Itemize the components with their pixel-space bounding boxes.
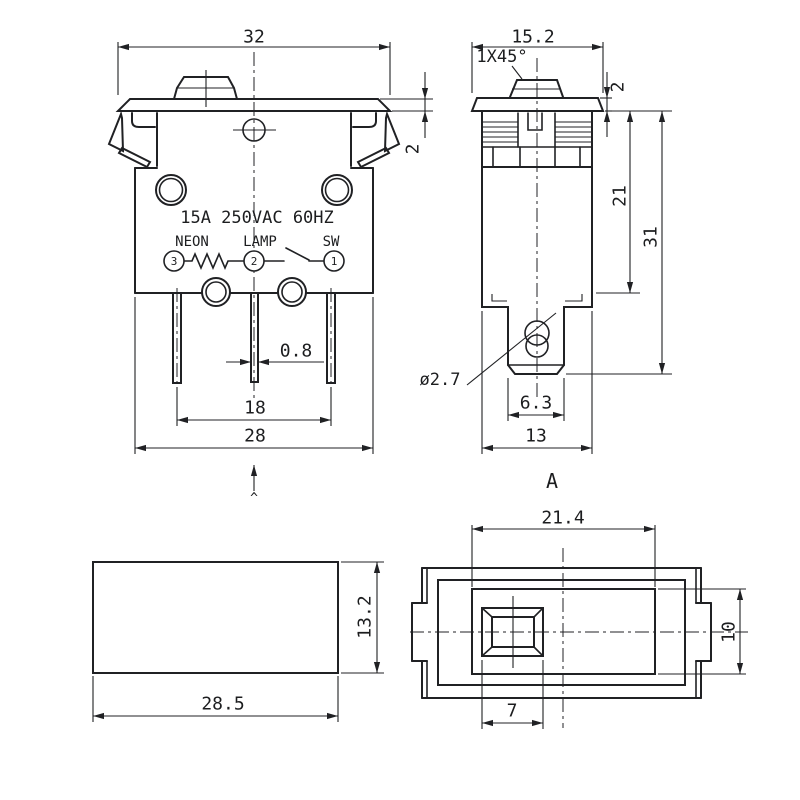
svg-text:13.2: 13.2 [355,595,376,638]
svg-text:6.3: 6.3 [520,393,553,414]
svg-text:0.8: 0.8 [280,341,313,362]
svg-text:13: 13 [525,426,547,447]
top-body-outline [437,579,686,686]
svg-text:28: 28 [244,426,266,447]
svg-text:28.5: 28.5 [201,694,244,715]
svg-text:10: 10 [719,621,740,643]
dim-profile-width: 28.5 [92,676,339,722]
hole-callout: ø2.7 [420,312,557,390]
dim-profile-height: 13.2 [341,561,384,674]
resistor-symbol [183,251,245,271]
dim-side-flange-thickness: 2 [600,72,629,137]
bottom-tab [481,292,593,375]
top-view: 21.4 10 7 [410,508,748,729]
side-flange [470,97,605,112]
rivet-upper-right [321,174,353,206]
label-sw: SW [323,234,340,250]
side-view: 15.2 1X45° 2 21 31 [420,27,672,493]
internal-schematic: 3 2 1 [163,247,345,272]
switch-blade [285,247,310,261]
dim-body-width: 28 [134,297,374,454]
rating-text: 15A 250VAC 60HZ [180,208,334,228]
svg-text:ø2.7: ø2.7 [420,370,461,390]
dim-front-flange-thickness: 2 [380,72,433,154]
rivet-lower-right [277,277,307,307]
svg-text:1X45°: 1X45° [476,47,527,67]
profile-outline [92,561,339,674]
svg-text:7: 7 [507,701,518,722]
top-flange-outline [421,567,702,699]
svg-text:2: 2 [403,144,424,155]
pin-right [326,292,336,384]
dim-pin-thickness: 0.8 [226,341,324,366]
label-neon: NEON [175,234,209,250]
terminal-pins [172,292,336,384]
front-flange [115,98,393,112]
svg-text:21: 21 [610,185,631,207]
terminal-1-number: 1 [331,255,338,268]
svg-text:2: 2 [608,82,629,93]
dim-front-width: 32 [117,27,391,95]
rivet-lower-left [201,277,231,307]
tab-hole-lower [525,334,549,358]
thread-section [481,112,593,148]
section-arrow: ^ [250,465,258,506]
dim-side-width: 15.2 [471,27,604,93]
dim-tab-width: 6.3 [507,378,565,421]
top-button [481,596,544,668]
pin-center [250,292,259,383]
svg-text:32: 32 [243,27,265,48]
latch-clip-left [107,110,158,169]
label-lamp: LAMP [243,234,277,250]
dim-pin-pitch: 18 [176,387,332,426]
front-view: 15A 250VAC 60HZ NEON LAMP SW 3 2 1 [107,27,433,506]
svg-text:^: ^ [250,491,258,506]
tab-hole-upper [524,320,550,346]
terminal-circle-2 [243,250,265,272]
top-cutout-outline [471,588,656,675]
terminal-circle-3 [163,250,185,272]
view-label-a: A [546,469,558,493]
svg-text:15.2: 15.2 [511,27,554,48]
dim-body-height: 21 [596,110,672,294]
terminal-3-number: 3 [171,255,178,268]
svg-text:21.4: 21.4 [541,508,584,529]
dim-cutout-height: 10 [658,588,746,675]
svg-text:18: 18 [244,398,266,419]
profile-view: 13.2 28.5 [92,561,384,722]
top-clip-left [411,567,428,699]
dim-button-width: 7 [481,660,544,729]
chamfer-note: 1X45° [476,47,528,80]
dim-total-height: 31 [566,111,672,375]
svg-text:31: 31 [641,226,662,248]
pin-left [172,292,182,384]
keyway-tab [527,112,543,131]
dim-cutout-width: 21.4 [471,508,656,587]
latch-row [481,146,593,168]
terminal-2-number: 2 [251,255,258,268]
top-clip-right [695,567,712,699]
terminal-circle-1 [323,250,345,272]
rivet-upper-left [155,174,187,206]
latch-clip-right [350,110,401,169]
dim-body-depth: 13 [481,311,593,454]
front-body [134,167,374,294]
